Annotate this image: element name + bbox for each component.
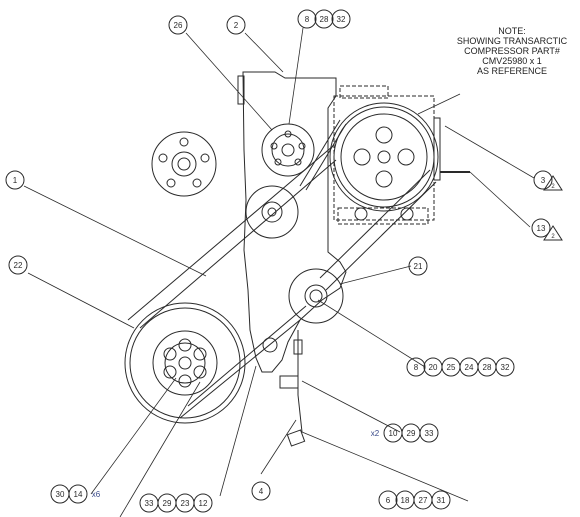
callout-label: 33 [145,499,154,508]
callout-multiplier: x2 [371,429,380,438]
callout-label: 1 [13,176,18,185]
idler-pulley-upper [245,185,299,239]
bracket-bolt [262,337,278,353]
hub-flange [151,131,217,197]
callout-label: 13 [537,224,546,233]
note-line: NOTE: [498,26,526,36]
callout-label: 30 [56,490,65,499]
callout-label: 10 [389,429,398,438]
revision-number: 2 [551,234,555,240]
compressor-pulley [329,102,439,212]
callout-bubbles [5,9,553,513]
note-line: AS REFERENCE [476,66,547,76]
note-line: SHOWING TRANSARCTIC [456,36,568,46]
idler-pulley-lower [288,268,344,324]
callout-label: 8 [305,15,310,24]
callout-label: 2 [234,21,239,30]
callout-label: 14 [74,490,83,499]
callout-label: 8 [414,363,419,372]
callout-label: 23 [181,499,190,508]
callout-multiplier: x6 [92,490,101,499]
mounting-bracket [242,71,347,373]
callout-label: 27 [419,496,428,505]
compressor-boss-right [400,207,414,221]
callout-label: 12 [199,499,208,508]
tensioner-pulley [261,123,315,177]
callout-label: 6 [386,496,391,505]
callout-label: 3 [541,176,546,185]
callout-label: 33 [425,429,434,438]
bracket-tab [237,75,245,105]
note-line: COMPRESSOR PART# [464,46,560,56]
revision-triangle [543,175,563,191]
callout-label: 25 [447,363,456,372]
leader-lines [23,27,535,517]
compressor-boss-left [354,207,368,221]
callout-label: 32 [337,15,346,24]
compressor-flange [433,117,441,181]
callout-label: 31 [437,496,446,505]
callout-label: 29 [407,429,416,438]
callout-label: 24 [465,363,474,372]
reference-note: NOTE: SHOWING TRANSARCTIC COMPRESSOR PAR… [444,26,580,76]
crank-pulley [124,302,246,424]
note-line: CMV25980 x 1 [482,56,542,66]
callout-label: 21 [414,262,423,271]
callout-label: 28 [483,363,492,372]
callout-label: 26 [174,21,183,30]
callout-label: 18 [401,496,410,505]
callout-label: 32 [501,363,510,372]
callout-label: 4 [259,487,264,496]
revision-number: 2 [551,184,555,190]
callout-label: 29 [163,499,172,508]
callout-label: 28 [320,15,329,24]
callout-label: 22 [14,261,23,270]
revision-triangle [543,225,563,241]
callout-label: 20 [429,363,438,372]
adjuster-rod [279,330,306,447]
